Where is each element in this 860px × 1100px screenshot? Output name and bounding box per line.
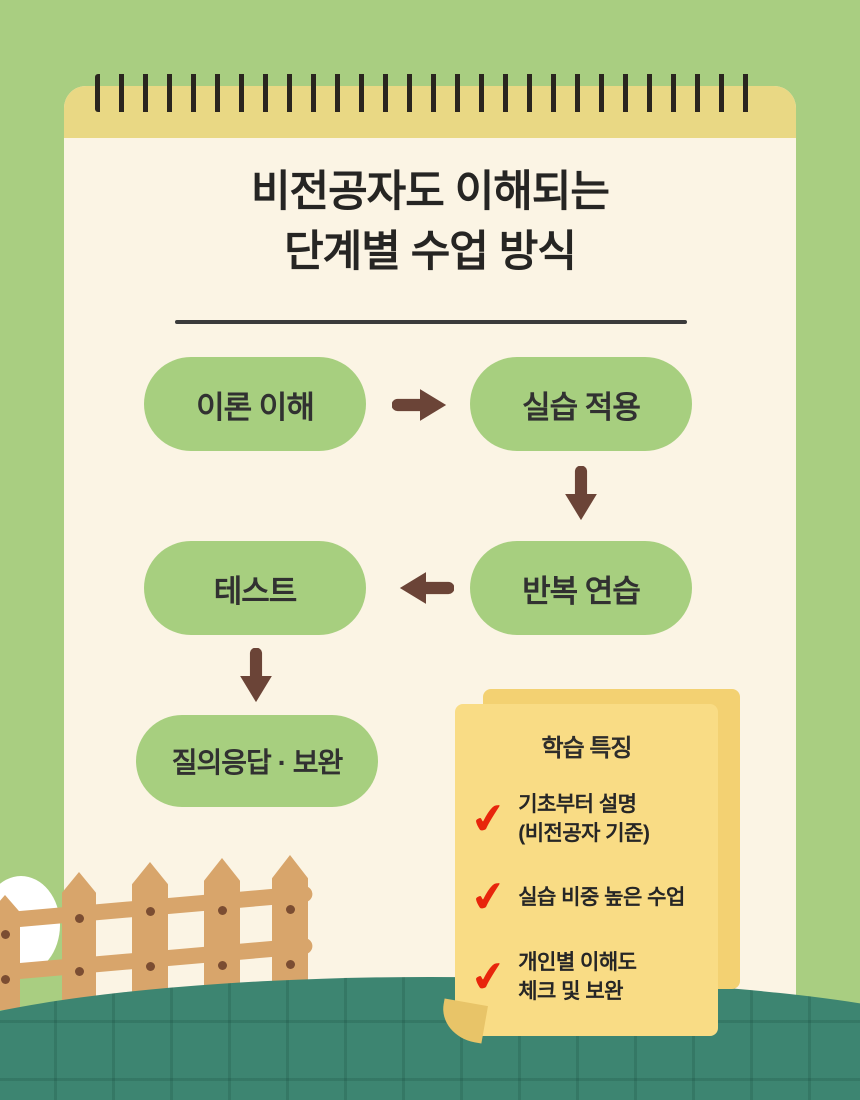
note-item-text: 기초부터 설명 (비전공자 기준) xyxy=(518,790,650,848)
fence-dot xyxy=(218,961,227,970)
note-item-line: 기초부터 설명 xyxy=(518,793,637,816)
fence-dot xyxy=(1,975,10,984)
fence-dot xyxy=(75,914,84,923)
fence-dot xyxy=(146,962,155,971)
step-test: 테스트 xyxy=(144,541,366,635)
fence-picket xyxy=(62,872,96,1010)
fence-picket xyxy=(132,862,168,1010)
note-item-line: 개인별 이해도 xyxy=(518,951,637,974)
hill-illustration xyxy=(0,977,860,1100)
arrow-right-icon xyxy=(392,386,448,424)
step-theory-label: 이론 이해 xyxy=(196,389,315,425)
step-theory: 이론 이해 xyxy=(144,357,366,451)
note-title: 학습 특징 xyxy=(541,735,633,762)
step-repeat: 반복 연습 xyxy=(470,541,692,635)
note-item: ✔ 기초부터 설명 (비전공자 기준) xyxy=(467,790,708,848)
step-repeat-label: 반복 연습 xyxy=(522,573,641,609)
feature-note: 학습 특징 ✔ 기초부터 설명 (비전공자 기준) ✔ 실습 비중 높은 수업 … xyxy=(438,704,718,1044)
page-title-line1: 비전공자도 이해되는 xyxy=(251,168,610,216)
step-qa-label: 질의응답 · 보완 xyxy=(171,747,343,778)
fence-dot xyxy=(286,905,295,914)
fence-dot xyxy=(286,960,295,969)
title-divider xyxy=(175,320,687,324)
page-title-line2: 단계별 수업 방식 xyxy=(284,228,577,276)
step-practice-label: 실습 적용 xyxy=(522,389,641,425)
note-item-line: 체크 및 보완 xyxy=(518,980,623,1003)
fence-dot xyxy=(146,907,155,916)
step-test-label: 테스트 xyxy=(213,573,298,609)
note-item-text: 개인별 이해도 체크 및 보완 xyxy=(518,948,637,1006)
spiral-binding-icon xyxy=(95,74,767,112)
fence-picket xyxy=(0,895,20,1010)
note-item-line: (비전공자 기준) xyxy=(518,822,650,845)
note-item: ✔ 개인별 이해도 체크 및 보완 xyxy=(467,948,708,1006)
fence-dot xyxy=(218,906,227,915)
checkmark-icon: ✔ xyxy=(467,950,510,1003)
note-item-text: 실습 비중 높은 수업 xyxy=(518,883,685,912)
step-practice: 실습 적용 xyxy=(470,357,692,451)
note-item-line: 실습 비중 높은 수업 xyxy=(518,885,685,909)
arrow-down-icon xyxy=(237,648,275,704)
checkmark-icon: ✔ xyxy=(467,870,510,923)
page-title: 비전공자도 이해되는 단계별 수업 방식 xyxy=(64,162,796,282)
fence-dot xyxy=(75,967,84,976)
arrow-down-icon xyxy=(562,466,600,522)
note-item: ✔ 실습 비중 높은 수업 xyxy=(467,870,708,923)
arrow-left-icon xyxy=(398,569,454,607)
step-qa: 질의응답 · 보완 xyxy=(136,715,378,807)
fence-dot xyxy=(1,930,10,939)
checkmark-icon: ✔ xyxy=(467,792,510,845)
